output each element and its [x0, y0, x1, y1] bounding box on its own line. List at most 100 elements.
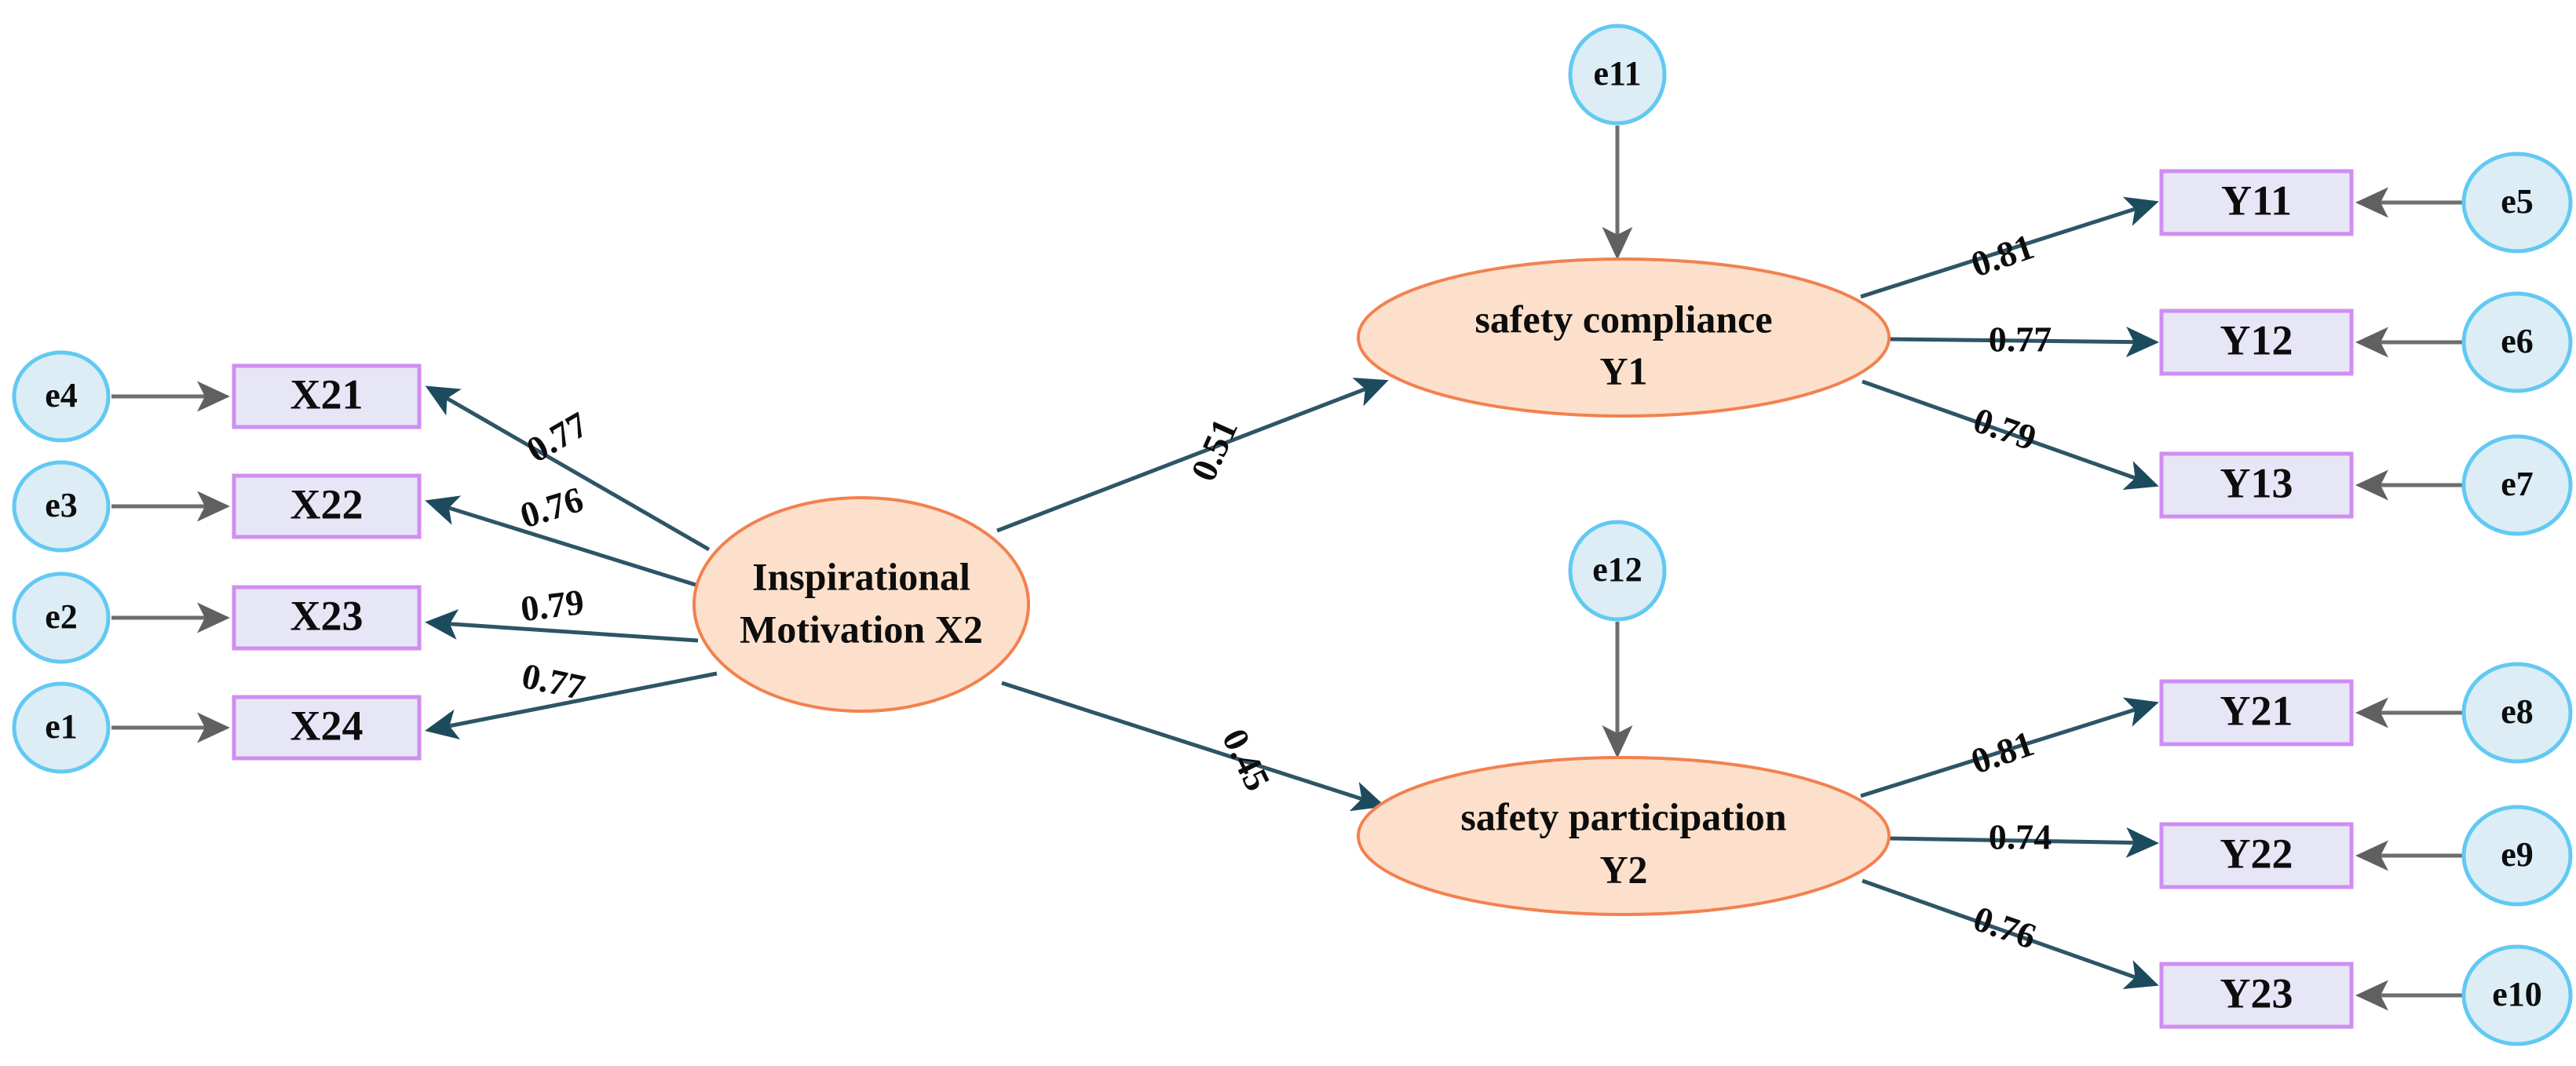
indicator-y13-box[interactable] [2159, 451, 2354, 519]
coef-y11: 0.81 [1966, 226, 2039, 284]
error-e1-ellipse[interactable] [12, 681, 111, 774]
error-nodes: e4 e3 e2 e1 e5 e6 e7 e8 [12, 24, 2573, 1046]
error-node-e2[interactable]: e2 [12, 571, 111, 664]
indicator-y21-label: Y21 [2220, 687, 2293, 734]
latent-y1-label-line2: Y1 [1599, 349, 1647, 392]
left-error-arrows [111, 381, 230, 743]
error-node-e7[interactable]: e7 [2461, 434, 2573, 536]
error-e4-ellipse[interactable] [12, 350, 111, 443]
indicator-y13-label: Y13 [2220, 459, 2293, 506]
indicator-y22-box[interactable] [2159, 822, 2354, 889]
indicator-x24[interactable]: X24 [232, 695, 422, 761]
indicator-y12-label: Y12 [2220, 316, 2293, 363]
indicator-x21-label: X21 [290, 371, 364, 418]
error-node-e3[interactable]: e3 [12, 460, 111, 553]
indicator-y21[interactable]: Y21 [2159, 679, 2354, 747]
structural-paths [996, 378, 1389, 812]
indicator-y23[interactable]: Y23 [2159, 962, 2354, 1029]
indicator-x23-box[interactable] [232, 585, 422, 651]
latent-node-y1[interactable]: safety compliance Y1 [1357, 257, 1891, 418]
latent-x2-label-line1: Inspirational [752, 554, 970, 598]
coef-x2-to-y2: 0.45 [1215, 722, 1278, 797]
indicator-x22-box[interactable] [232, 473, 422, 539]
path-y2-y22 [1887, 827, 2159, 858]
latent-node-y2[interactable]: safety participation Y2 [1357, 756, 1891, 916]
error-e2-label: e2 [45, 597, 78, 636]
latent-y2-label-line1: safety participation [1460, 794, 1786, 838]
error-e5-label: e5 [2501, 182, 2534, 221]
path-x2-x23 [425, 609, 699, 643]
indicator-x24-label: X24 [290, 702, 364, 749]
error-e4-label: e4 [45, 376, 78, 414]
latent-node-x2[interactable]: Inspirational Motivation X2 [692, 496, 1030, 713]
latent-x2-label-line2: Motivation X2 [740, 607, 983, 651]
error-node-e6[interactable]: e6 [2461, 291, 2573, 393]
path-y1-y12 [1887, 327, 2159, 358]
error-e1-label: e1 [45, 707, 78, 746]
error-e3-ellipse[interactable] [12, 460, 111, 553]
indicator-y11[interactable]: Y11 [2159, 169, 2354, 236]
error-node-e12[interactable]: e12 [1568, 520, 1667, 622]
error-e9-ellipse[interactable] [2461, 805, 2573, 907]
latent-y1-label-line1: safety compliance [1474, 297, 1772, 341]
indicator-x21[interactable]: X21 [232, 363, 422, 429]
error-node-e11[interactable]: e11 [1568, 24, 1667, 126]
coef-x23: 0.79 [518, 582, 586, 629]
path-x2-x21 [425, 385, 711, 552]
error-e6-ellipse[interactable] [2461, 291, 2573, 393]
error-e9-label: e9 [2501, 835, 2534, 874]
error-e2-ellipse[interactable] [12, 571, 111, 664]
coef-y13: 0.79 [1968, 400, 2041, 458]
indicator-y11-label: Y11 [2221, 177, 2292, 224]
indicator-y12[interactable]: Y12 [2159, 308, 2354, 376]
error-node-e8[interactable]: e8 [2461, 662, 2573, 764]
error-e8-label: e8 [2501, 692, 2534, 731]
indicator-y23-box[interactable] [2159, 962, 2354, 1029]
latent-x2-ellipse[interactable] [692, 496, 1030, 713]
path-y2-y21 [1860, 697, 2159, 798]
indicator-y12-box[interactable] [2159, 308, 2354, 376]
error-node-e4[interactable]: e4 [12, 350, 111, 443]
error-e7-label: e7 [2501, 465, 2534, 503]
error-node-e5[interactable]: e5 [2461, 152, 2573, 254]
error-e11-ellipse[interactable] [1568, 24, 1667, 126]
error-e12-ellipse[interactable] [1568, 520, 1667, 622]
coef-y23: 0.76 [1968, 898, 2041, 956]
error-e3-label: e3 [45, 486, 78, 524]
indicator-x21-box[interactable] [232, 363, 422, 429]
error-e8-ellipse[interactable] [2461, 662, 2573, 764]
indicator-x22-label: X22 [290, 480, 364, 528]
indicator-boxes: X21 X22 X23 X24 Y11 Y12 Y13 Y21 [232, 169, 2354, 1029]
indicator-y22[interactable]: Y22 [2159, 822, 2354, 889]
error-e7-ellipse[interactable] [2461, 434, 2573, 536]
error-e10-label: e10 [2492, 975, 2542, 1013]
coef-x22: 0.76 [516, 479, 588, 535]
coef-x24: 0.77 [518, 655, 588, 708]
path-x2-x24 [425, 671, 718, 740]
path-y1-y11 [1860, 196, 2159, 299]
path-y1-y13 [1862, 379, 2159, 491]
error-node-e9[interactable]: e9 [2461, 805, 2573, 907]
indicator-x24-box[interactable] [232, 695, 422, 761]
indicator-x23[interactable]: X23 [232, 585, 422, 651]
error-e10-ellipse[interactable] [2461, 944, 2573, 1046]
latent-y2-label-line2: Y2 [1599, 847, 1647, 891]
indicator-y21-box[interactable] [2159, 679, 2354, 747]
indicator-y22-label: Y22 [2220, 830, 2293, 877]
latent-y1-ellipse[interactable] [1357, 257, 1891, 418]
error-e6-label: e6 [2501, 322, 2534, 360]
latent-nodes: Inspirational Motivation X2 safety compl… [692, 257, 1891, 916]
path-y2-y23 [1862, 878, 2159, 990]
error-node-e1[interactable]: e1 [12, 681, 111, 774]
latent-y2-ellipse[interactable] [1357, 756, 1891, 916]
indicator-y11-box[interactable] [2159, 169, 2354, 236]
indicator-y13[interactable]: Y13 [2159, 451, 2354, 519]
right-error-arrows [2355, 187, 2462, 1011]
indicator-x22[interactable]: X22 [232, 473, 422, 539]
error-node-e10[interactable]: e10 [2461, 944, 2573, 1046]
path-x2-to-y2 [1001, 681, 1386, 812]
x2-loading-paths [425, 385, 718, 740]
error-e5-ellipse[interactable] [2461, 152, 2573, 254]
